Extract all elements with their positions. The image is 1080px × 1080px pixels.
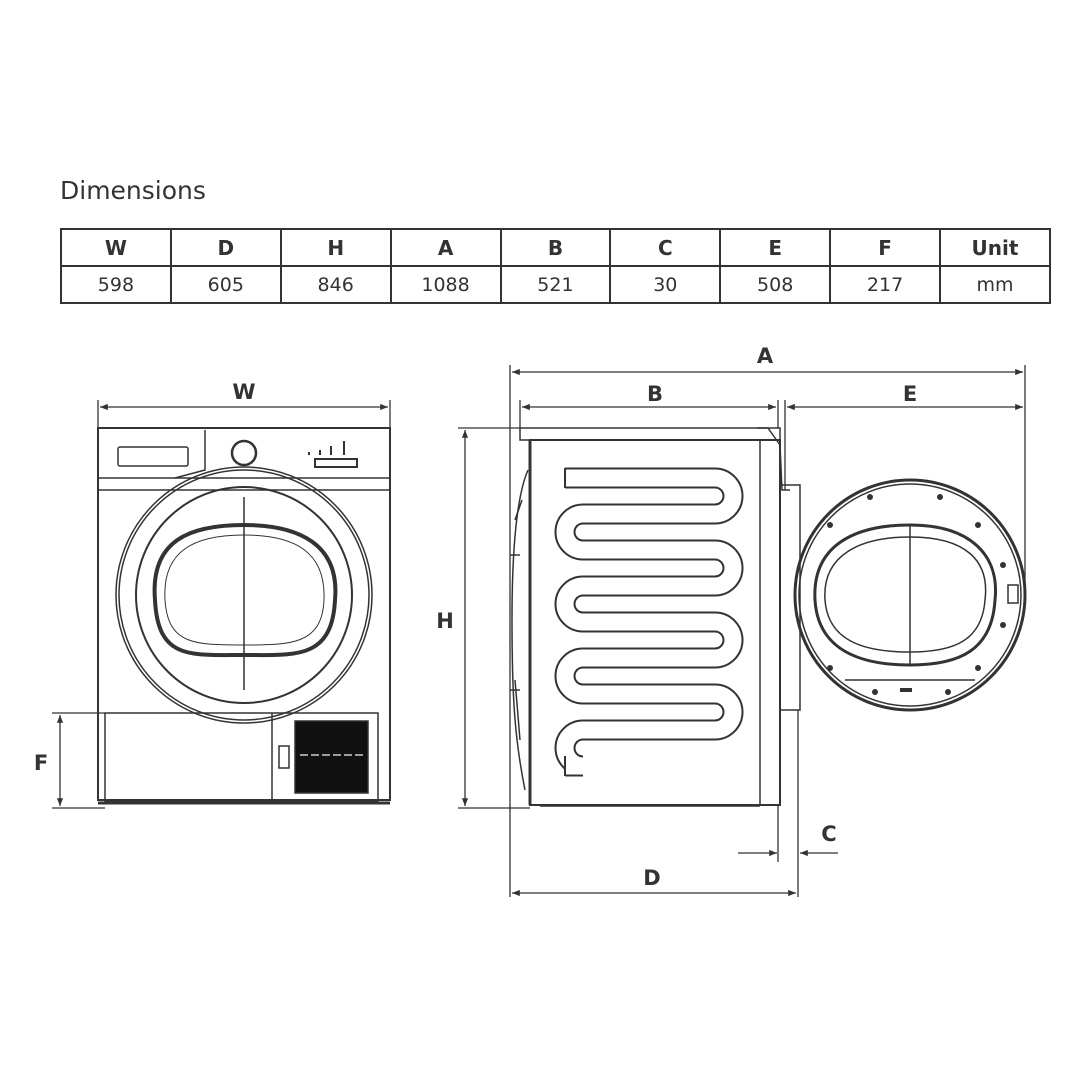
value-cell: 217 [829, 265, 941, 304]
front-view [97, 427, 391, 805]
table-row: 598 605 846 1088 521 30 508 217 mm [60, 265, 1051, 304]
dimensions-table: W D H A B C E F Unit 598 605 846 1088 52… [60, 228, 1051, 304]
value-cell: 598 [60, 265, 172, 304]
header-cell: E [719, 228, 832, 267]
dim-label-d: D [643, 866, 660, 890]
dim-label-c: C [821, 822, 836, 846]
header-cell: C [609, 228, 722, 267]
program-knob-icon [230, 439, 258, 467]
dim-label-h: H [436, 609, 454, 633]
value-cell: 30 [609, 265, 722, 304]
section-title: Dimensions [60, 176, 206, 205]
side-view [510, 427, 801, 807]
door-icon [115, 466, 373, 724]
header-cell: W [60, 228, 172, 267]
dimension-lines [52, 365, 1026, 897]
plinth [98, 712, 390, 805]
value-cell: mm [939, 265, 1051, 304]
value-cell: 605 [169, 265, 282, 304]
value-cell: 508 [719, 265, 832, 304]
dim-label-b: B [647, 382, 663, 406]
value-cell: 521 [499, 265, 612, 304]
dim-label-e: E [903, 382, 917, 406]
dim-label-f: F [34, 751, 48, 775]
dim-label-a: A [757, 344, 774, 368]
header-cell: F [829, 228, 941, 267]
header-cell: D [169, 228, 282, 267]
value-cell: 846 [279, 265, 392, 304]
header-cell: B [499, 228, 612, 267]
header-cell: H [279, 228, 392, 267]
open-door-icon [793, 478, 1027, 712]
header-cell: A [389, 228, 502, 267]
buttons-icon [308, 441, 358, 468]
display-icon [117, 446, 189, 467]
value-cell: 1088 [389, 265, 502, 304]
header-cell: Unit [939, 228, 1051, 267]
table-header-row: W D H A B C E F Unit [60, 228, 1051, 267]
dim-label-w: W [232, 380, 255, 404]
